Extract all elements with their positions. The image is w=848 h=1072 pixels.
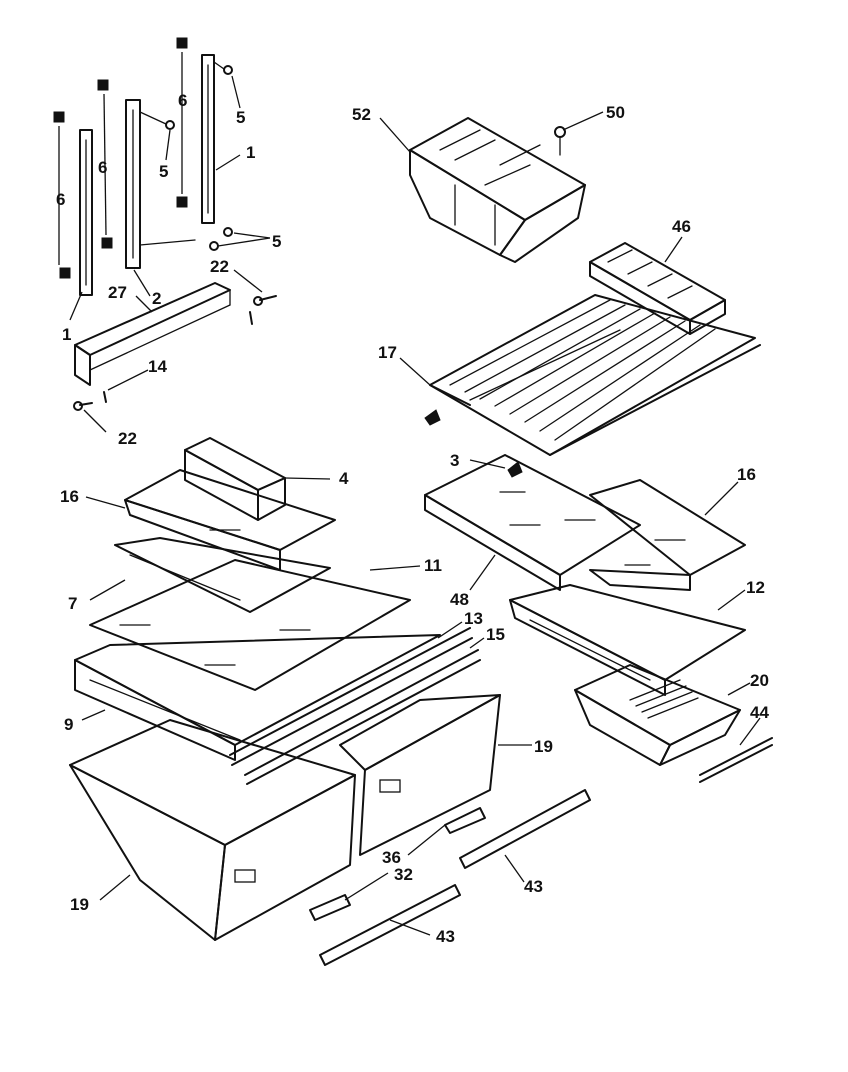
crisper-drawer-19-left	[69, 719, 356, 941]
callout-43-lower: 43	[436, 927, 455, 946]
pan-frame-12	[509, 584, 746, 696]
callout-48: 48	[450, 590, 469, 609]
callout-46: 46	[672, 217, 691, 236]
callout-19-right: 19	[534, 737, 553, 756]
callout-6-middle: 6	[98, 158, 107, 177]
callout-43-upper: 43	[524, 877, 543, 896]
callout-6-left: 6	[56, 190, 65, 209]
bin-4	[184, 437, 286, 521]
callout-5-right: 5	[272, 232, 281, 251]
crisper-drawer-19-right	[339, 694, 501, 856]
callout-16-right: 16	[737, 465, 756, 484]
shelf-ladder-right	[201, 54, 215, 224]
callouts: 52 50 46 17 3 16 48 12 20 44 19 43 43 36…	[56, 91, 769, 946]
glass-shelf-16-right	[589, 479, 746, 591]
callout-2: 2	[152, 289, 161, 308]
callout-11: 11	[424, 556, 442, 575]
crisper-frame-9	[74, 634, 441, 761]
wire-shelf-17	[429, 294, 761, 456]
callout-32: 32	[394, 865, 413, 884]
callout-16-left: 16	[60, 487, 79, 506]
ladder-clips	[53, 37, 188, 279]
shelf-clips-3	[424, 409, 523, 478]
shelf-front-trim-14	[74, 239, 231, 386]
callout-13: 13	[464, 609, 483, 628]
callout-50: 50	[606, 103, 625, 122]
callout-1-upper: 1	[246, 143, 255, 162]
callout-22-upper: 22	[210, 257, 229, 276]
callout-5-top: 5	[236, 108, 245, 127]
drawer-trim-43	[319, 789, 591, 966]
drawer-glides-32-36	[309, 807, 486, 921]
callout-36: 36	[382, 848, 401, 867]
crisper-bin-52	[409, 117, 586, 263]
glass-panel-11	[89, 559, 411, 691]
callout-20: 20	[750, 671, 769, 690]
callout-14: 14	[148, 357, 167, 376]
callout-4: 4	[339, 469, 349, 488]
callout-52: 52	[352, 105, 371, 124]
glass-shelf-48	[424, 454, 641, 591]
callout-22-lower: 22	[118, 429, 137, 448]
callout-19-left: 19	[70, 895, 89, 914]
callout-1-lower: 1	[62, 325, 71, 344]
glass-shelf-16-left	[124, 469, 336, 571]
callout-6-right: 6	[178, 91, 187, 110]
shelf-ladder-middle	[125, 99, 141, 269]
callout-44: 44	[750, 703, 769, 722]
callout-5-middle: 5	[159, 162, 168, 181]
meat-pan-20	[574, 664, 741, 766]
shelf-frame-7	[114, 537, 331, 613]
bolts-22	[73, 295, 277, 411]
callout-12: 12	[746, 578, 765, 597]
trim-44	[699, 737, 773, 783]
callout-15: 15	[486, 625, 505, 644]
leader-lines	[69, 75, 761, 936]
ice-tray-46	[589, 242, 726, 335]
callout-7: 7	[68, 594, 77, 613]
callout-17: 17	[378, 343, 397, 362]
callout-27: 27	[108, 283, 127, 302]
callout-3: 3	[450, 451, 459, 470]
callout-9: 9	[64, 715, 73, 734]
screw-50	[554, 126, 566, 156]
shelf-ladder-left	[79, 129, 93, 296]
